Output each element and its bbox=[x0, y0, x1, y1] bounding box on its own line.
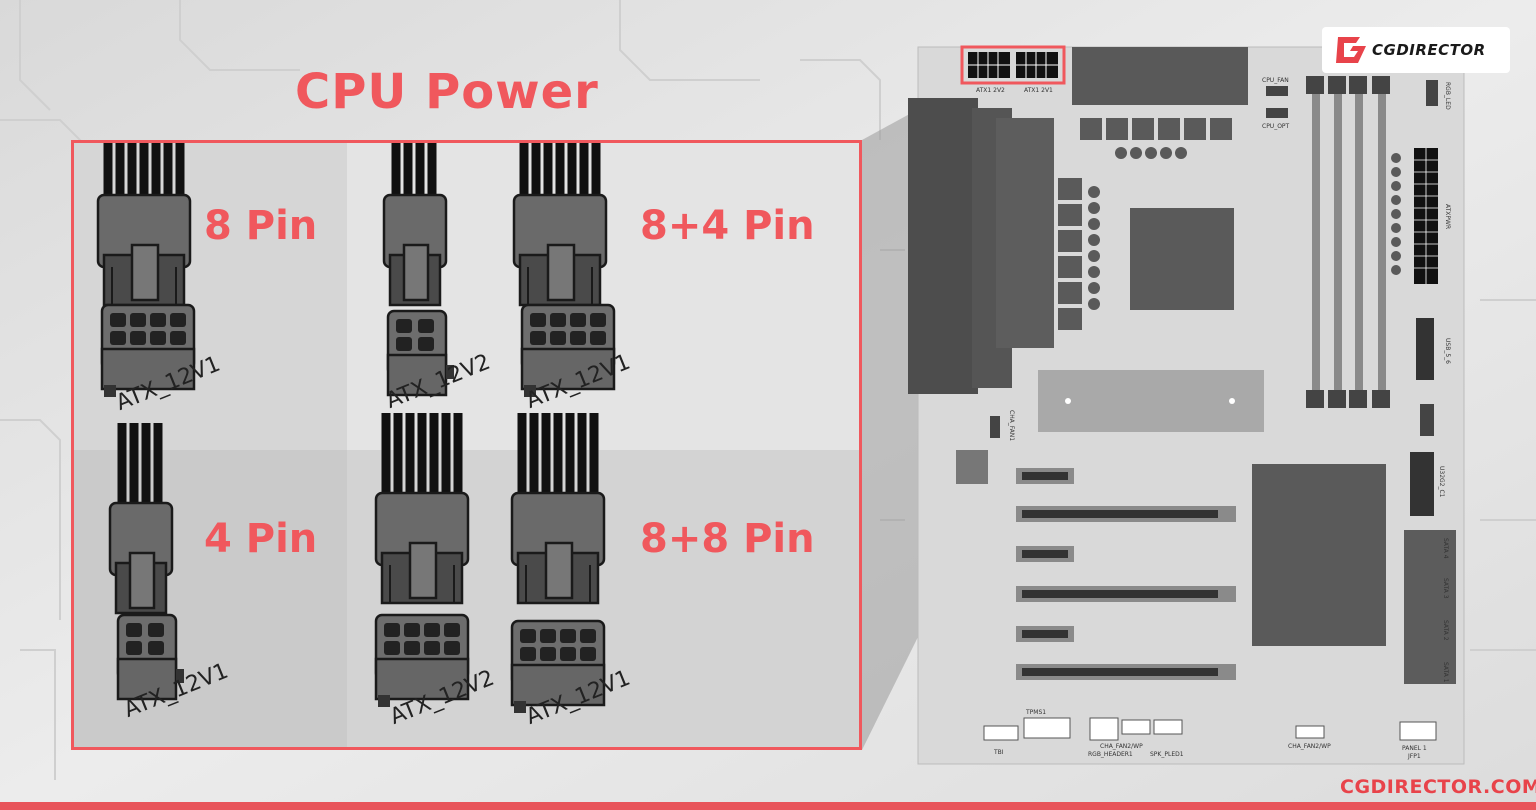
mb-label-panel1: PANEL 1 bbox=[1402, 745, 1427, 752]
mb-label-cha-fan2b: CHA_FAN2/WP bbox=[1288, 743, 1331, 750]
page-title: CPU Power bbox=[295, 64, 599, 120]
mb-label-sata1: SATA 1 bbox=[1442, 662, 1449, 683]
cg-logo-icon bbox=[1336, 37, 1366, 63]
label-8-plus-8-pin: 8+8 Pin bbox=[640, 516, 815, 562]
mb-label-atx12v2: ATX1 2V2 bbox=[976, 87, 1005, 94]
mb-label-spk-pled: SPK_PLED1 bbox=[1150, 751, 1184, 758]
label-8-pin: 8 Pin bbox=[204, 203, 318, 249]
mb-label-atxpwr: ATXPWR bbox=[1444, 204, 1451, 229]
mb-label-rgb-header: RGB_HEADER1 bbox=[1088, 751, 1133, 758]
brand-logo[interactable]: CGDIRECTOR bbox=[1322, 27, 1510, 73]
mb-label-cpu-fan: CPU_FAN bbox=[1262, 77, 1289, 84]
mb-label-sata2: SATA 2 bbox=[1442, 620, 1449, 641]
mb-label-u32g2: U32G2_C1 bbox=[1438, 466, 1445, 498]
label-4-pin: 4 Pin bbox=[204, 516, 318, 562]
logo-text: CGDIRECTOR bbox=[1372, 41, 1486, 59]
mb-label-sata3: SATA 3 bbox=[1442, 578, 1449, 599]
mb-label-cha-fan1: CHA_FAN1 bbox=[1008, 410, 1015, 441]
mb-label-rgb-led: RGB_LED bbox=[1444, 82, 1451, 110]
mb-label-sata4: SATA 4 bbox=[1442, 538, 1449, 559]
mb-label-usb56: USB_5_6 bbox=[1444, 338, 1451, 364]
footer-bar bbox=[0, 802, 1536, 810]
label-8-plus-4-pin: 8+4 Pin bbox=[640, 203, 815, 249]
mb-label-cpu-opt: CPU_OPT bbox=[1262, 123, 1290, 130]
mb-label-cha-fan2: CHA_FAN2/WP bbox=[1100, 743, 1143, 750]
mb-label-tbi: TBI bbox=[993, 749, 1004, 756]
mb-label-jfp1: JFP1 bbox=[1407, 753, 1421, 760]
mb-label-atx12v1: ATX1 2V1 bbox=[1024, 87, 1053, 94]
mb-label-tpms1: TPMS1 bbox=[1025, 709, 1046, 716]
site-url[interactable]: CGDIRECTOR.COM bbox=[1340, 776, 1536, 798]
connector-panel: 8 Pin 8+4 Pin 4 Pin 8+8 Pin ATX_12V1 ATX… bbox=[71, 140, 862, 750]
